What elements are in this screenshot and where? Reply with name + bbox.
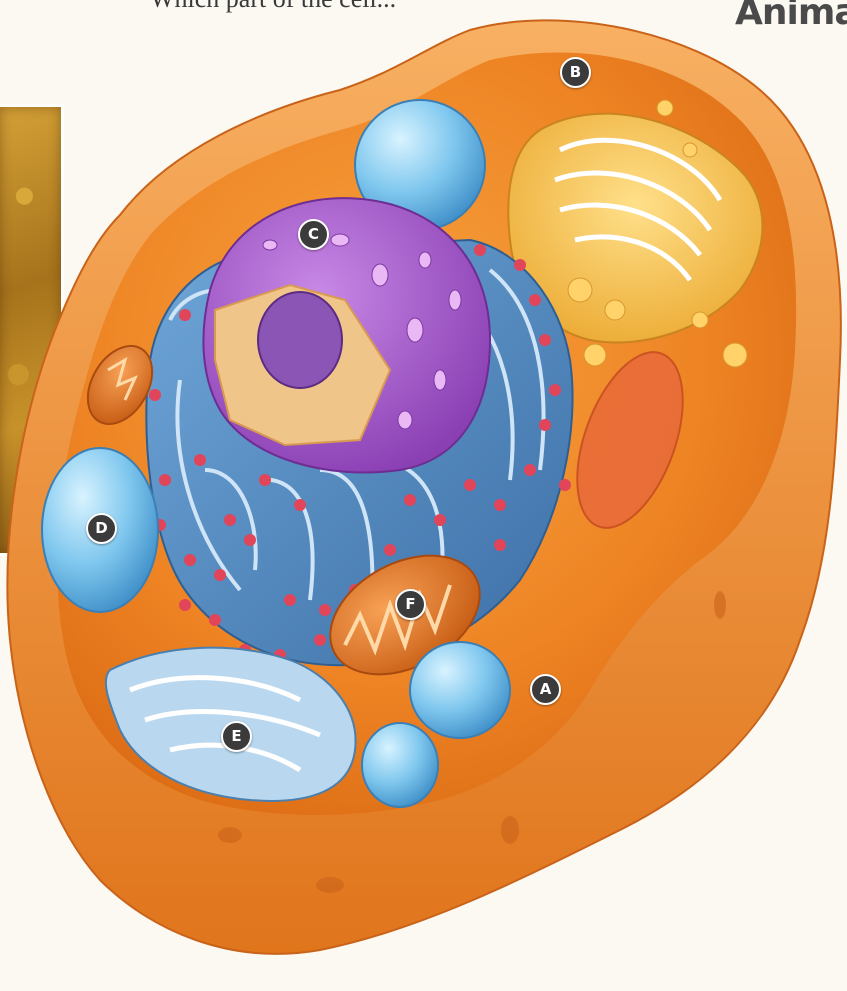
label-marker-b: B	[560, 57, 591, 88]
label-marker-e: E	[221, 721, 252, 752]
label-marker-d: D	[86, 513, 117, 544]
vacuole-bottom-right	[410, 642, 510, 738]
label-marker-a: A	[530, 674, 561, 705]
label-marker-c: C	[298, 219, 329, 250]
nucleus	[203, 198, 490, 472]
vacuole-bottom	[362, 723, 438, 807]
nucleolus	[258, 292, 342, 388]
label-marker-f: F	[395, 589, 426, 620]
